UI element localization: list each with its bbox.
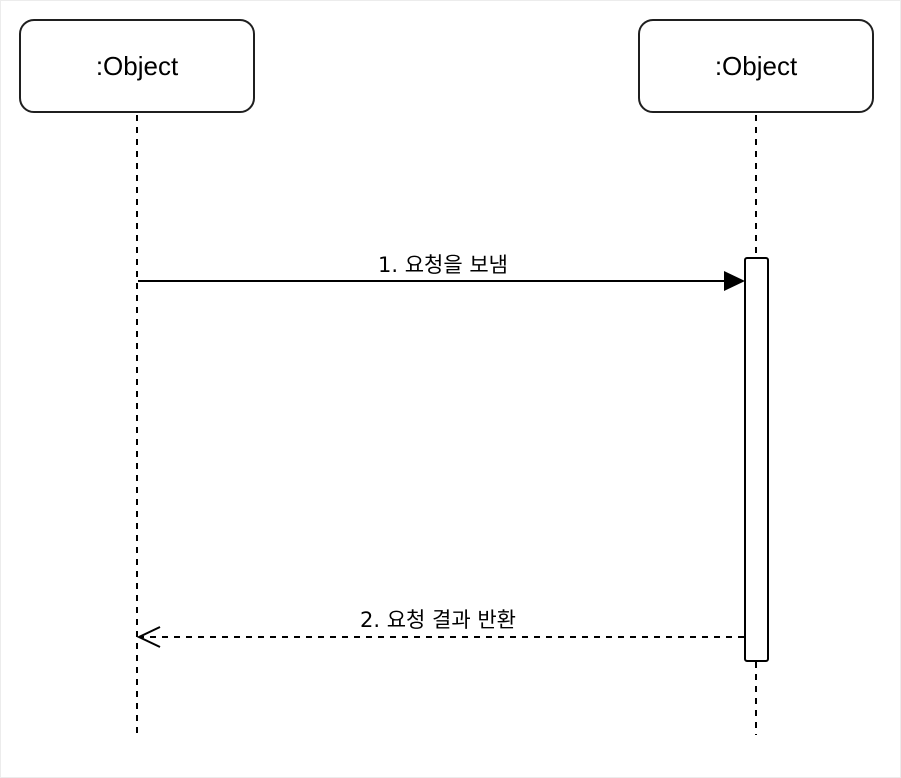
lifeline-right-label: :Object <box>714 50 798 81</box>
lifeline-right-box[interactable]: :Object <box>638 19 874 113</box>
activation-bar[interactable] <box>744 257 769 662</box>
message-1-arrowhead <box>724 271 745 291</box>
message-1-label: 1. 요청을 보냄 <box>378 253 508 277</box>
message-2-arrowhead <box>136 626 161 648</box>
message-2-label: 2. 요청 결과 반환 <box>360 608 516 632</box>
lifeline-left-label: :Object <box>95 50 179 81</box>
lifeline-left-box[interactable]: :Object <box>19 19 255 113</box>
